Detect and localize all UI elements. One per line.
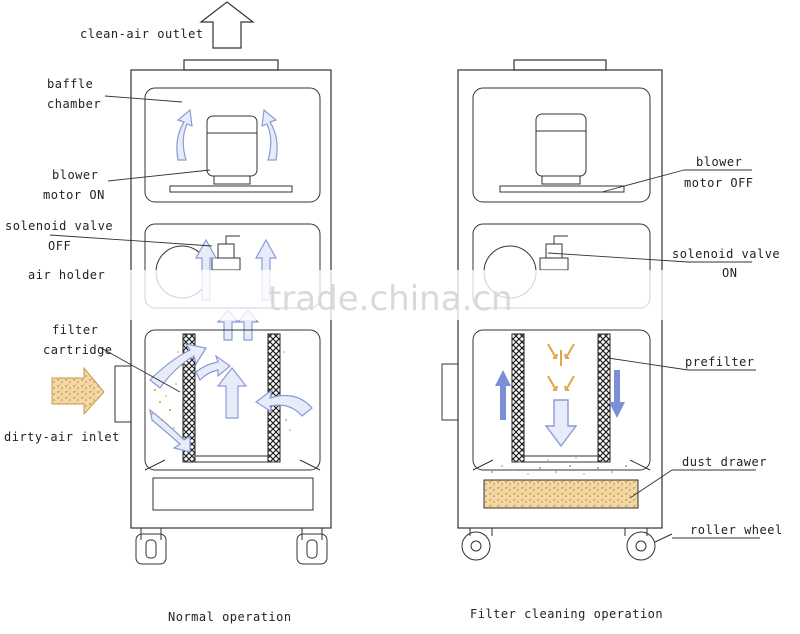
left-wheels xyxy=(135,528,328,565)
right-cartridge-wall-left xyxy=(511,333,525,463)
label-blower-right-line1: blower xyxy=(696,155,742,169)
dirty-air-inlet-arrow xyxy=(51,366,105,416)
left-dust-specks xyxy=(151,351,291,431)
label-solenoid-right-line1: solenoid valve xyxy=(672,247,780,261)
left-baffle-airflow-arrows xyxy=(176,108,278,161)
label-solenoid-left-line2: OFF xyxy=(48,239,71,253)
left-blower-motor xyxy=(169,115,293,193)
right-cartridge-wall-right xyxy=(597,333,611,463)
right-top-cap xyxy=(513,59,607,71)
right-cartridge-bottom xyxy=(512,455,610,463)
label-filter-line1: filter xyxy=(52,323,98,337)
right-inlet-port xyxy=(441,363,459,421)
label-filter-line2: cartridge xyxy=(43,343,113,357)
left-dust-drawer xyxy=(152,477,314,511)
left-filter-airflow-arrows xyxy=(149,343,313,453)
label-clean-air-outlet: clean-air outlet xyxy=(80,27,204,41)
leader-lines xyxy=(49,95,760,539)
label-blower-right-line2: motor OFF xyxy=(684,176,754,190)
label-air-holder: air holder xyxy=(28,268,105,282)
left-baffle-chamber xyxy=(144,87,321,203)
label-roller-wheel: roller wheel xyxy=(690,523,783,537)
right-cleaning-airflow-arrows xyxy=(544,399,578,448)
left-solenoid-valve xyxy=(211,235,241,271)
caption-filter-cleaning-operation: Filter cleaning operation xyxy=(470,607,663,621)
right-falling-dust xyxy=(491,457,627,475)
label-dust-drawer: dust drawer xyxy=(682,455,767,469)
left-cartridge-bottom xyxy=(183,455,280,463)
label-blower-left-line1: blower xyxy=(52,168,98,182)
right-baffle-chamber xyxy=(472,87,651,203)
label-dirty-air-inlet: dirty-air inlet xyxy=(4,430,120,444)
label-solenoid-left-line1: solenoid valve xyxy=(5,219,113,233)
label-baffle-line2: chamber xyxy=(47,97,101,111)
left-inlet-port xyxy=(114,365,132,423)
watermark-text: trade.china.cn xyxy=(268,279,513,319)
label-baffle-line1: baffle xyxy=(47,77,93,91)
caption-normal-operation: Normal operation xyxy=(168,610,292,624)
right-wheels xyxy=(461,528,673,561)
right-side-flow-arrows xyxy=(495,370,625,420)
right-filter-chamber xyxy=(472,329,651,471)
left-filter-chamber xyxy=(144,329,321,471)
right-blower-motor xyxy=(499,113,625,193)
clean-air-outlet-arrow xyxy=(199,1,255,49)
label-prefilter: prefilter xyxy=(685,355,755,369)
right-dust-drawer xyxy=(483,479,639,509)
left-hopper xyxy=(144,459,321,471)
label-solenoid-right-line2: ON xyxy=(722,266,737,280)
right-pulse-arrows xyxy=(547,343,575,391)
right-unit xyxy=(441,59,673,561)
label-blower-left-line2: motor ON xyxy=(43,188,105,202)
left-top-cap xyxy=(183,59,279,71)
watermark: trade.china.cn xyxy=(0,270,800,320)
right-hopper xyxy=(472,459,651,471)
